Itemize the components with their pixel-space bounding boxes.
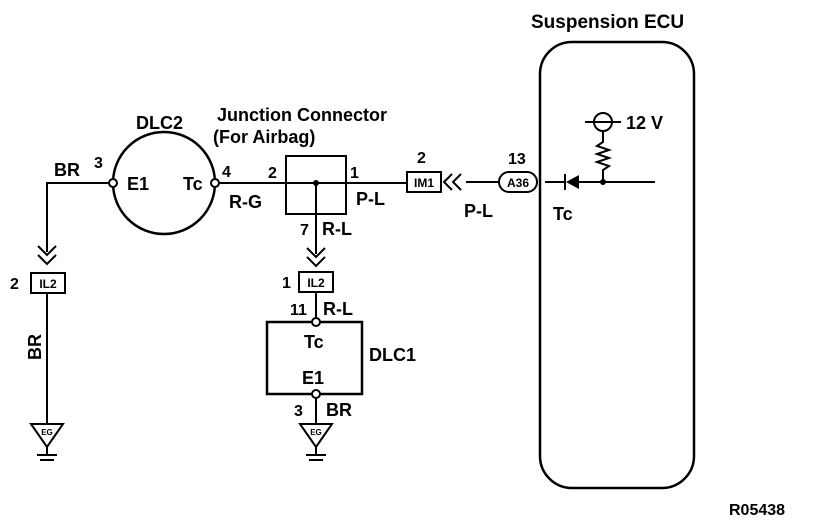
chevron-left-icon — [442, 173, 462, 191]
ecu-pin-number: 13 — [508, 151, 526, 168]
junction-subtitle: (For Airbag) — [213, 127, 315, 147]
chevron-down-icon — [37, 245, 57, 266]
il2-left-pin: 2 — [10, 276, 19, 293]
dlc2-pin-e1: 3 — [94, 155, 103, 172]
wire-rl-junction: R-L — [322, 219, 352, 239]
junction-pin-right: 1 — [350, 165, 359, 182]
wire-pl-junction: P-L — [356, 189, 385, 209]
reference-code: R05438 — [729, 502, 785, 519]
wire-pl-lower: P-L — [464, 201, 493, 221]
dlc1-e1-terminal — [311, 389, 321, 399]
ground-center-icon — [298, 423, 334, 461]
junction-pin-left: 2 — [268, 165, 277, 182]
ecu-title: Suspension ECU — [531, 12, 684, 33]
chevron-down-icon — [306, 247, 326, 268]
dlc1-tc-terminal — [311, 317, 321, 327]
diode-icon — [545, 174, 603, 190]
ground-left-label: EG — [41, 428, 53, 437]
dlc2-pin-tc: 4 — [222, 164, 231, 181]
ground-center-label: EG — [310, 428, 322, 437]
dlc2-tc-terminal — [210, 178, 220, 188]
dlc2-tc-label: Tc — [183, 174, 203, 194]
wire-br-top: BR — [54, 160, 80, 180]
ground-left-icon — [29, 423, 65, 461]
dlc1-tc-label: Tc — [304, 332, 324, 352]
wire-br-vertical: BR — [25, 334, 45, 360]
suspension-ecu-box — [538, 40, 696, 490]
pullup-resistor — [593, 138, 613, 182]
wire-br-dlc1: BR — [326, 400, 352, 420]
im1-label: IM1 — [414, 176, 434, 190]
junction-title: Junction Connector — [217, 105, 387, 125]
dlc2-e1-terminal — [108, 178, 118, 188]
junction-pin-bottom: 7 — [300, 222, 309, 239]
wire-rg: R-G — [229, 192, 262, 212]
voltage-label: 12 V — [626, 113, 663, 133]
power-supply-icon — [585, 112, 621, 138]
dlc1-title: DLC1 — [369, 345, 416, 365]
dlc1-e1-label: E1 — [302, 368, 324, 388]
dlc1-pin-e1: 3 — [294, 403, 303, 420]
wire-dlc2-il2 — [46, 182, 109, 252]
a36-label: A36 — [507, 176, 529, 190]
il2-center-pin: 1 — [282, 275, 291, 292]
wire-rl-dlc1: R-L — [323, 299, 353, 319]
il2-center-label: IL2 — [307, 276, 325, 290]
il2-left-label: IL2 — [39, 277, 57, 291]
dlc2-title: DLC2 — [136, 113, 183, 133]
ecu-tc-label: Tc — [553, 204, 573, 224]
dlc1-pin-tc: 11 — [290, 302, 307, 319]
dlc2-e1-label: E1 — [127, 174, 149, 194]
im1-pin: 2 — [417, 150, 426, 167]
